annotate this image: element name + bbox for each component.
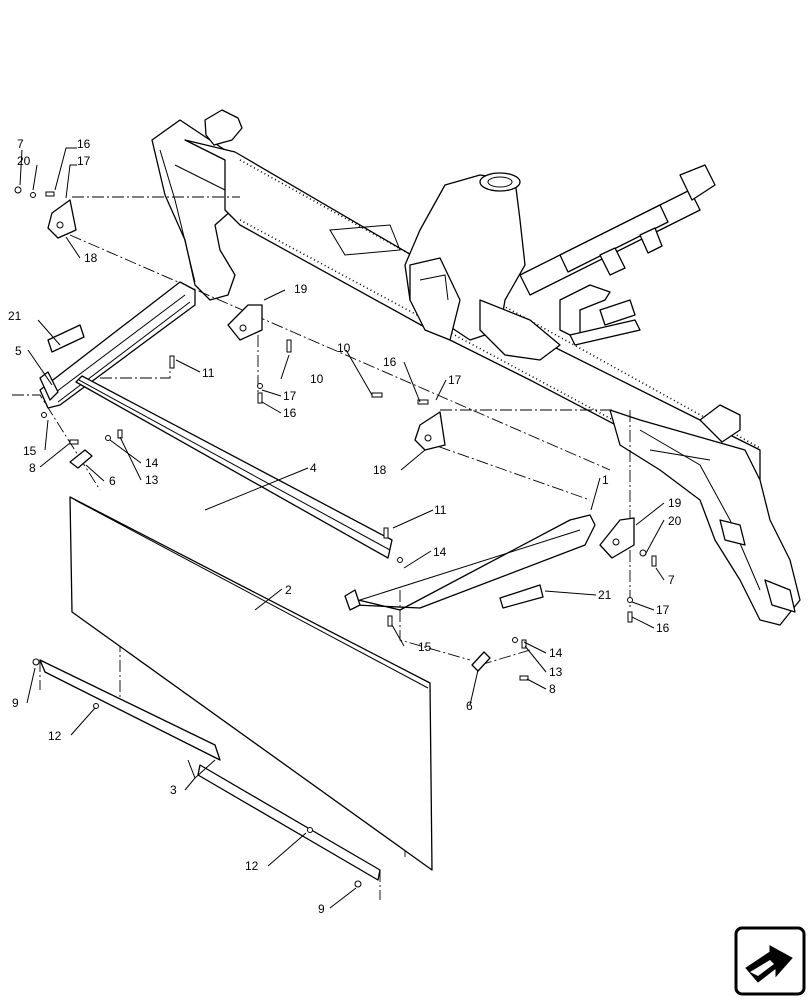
callout-10-left: 10 xyxy=(337,341,351,355)
part-5-left-guard-arm xyxy=(39,281,196,409)
callout-12-bottom: 12 xyxy=(245,859,259,873)
callout-13-left: 13 xyxy=(145,473,159,487)
callout-17-right: 17 xyxy=(656,603,670,617)
hydraulic-cylinder xyxy=(519,164,716,296)
part-4-cross-bar xyxy=(75,375,393,559)
callout-12-left: 12 xyxy=(48,729,62,743)
part-6-clamp-left xyxy=(69,449,93,469)
callout-20-right: 20 xyxy=(668,514,682,528)
callout-17-top: 17 xyxy=(77,154,91,168)
part-21-decal-right xyxy=(499,584,544,609)
part-21-decal-left xyxy=(47,324,85,353)
main-frame-assembly xyxy=(151,109,801,626)
part-18-bracket-middle xyxy=(414,411,446,451)
callout-8-left: 8 xyxy=(29,461,36,475)
callout-14-mid: 14 xyxy=(433,545,447,559)
part-6-clamp-right xyxy=(471,651,491,672)
callout-7-right: 7 xyxy=(668,573,675,587)
leader-lines xyxy=(19,147,665,909)
callout-16-mid: 16 xyxy=(383,355,397,369)
callout-14-left: 14 xyxy=(145,456,159,470)
callout-8-right: 8 xyxy=(549,682,556,696)
callout-17-mid: 17 xyxy=(448,373,462,387)
callout-4: 4 xyxy=(310,461,317,475)
callout-15-left: 15 xyxy=(23,444,37,458)
part-19-bracket-right xyxy=(599,517,635,559)
callout-11-left: 11 xyxy=(202,366,215,380)
callout-16-left: 16 xyxy=(283,406,297,420)
part-18-bracket-upper xyxy=(47,199,77,239)
callout-14-right: 14 xyxy=(549,646,563,660)
callout-19-mid: 19 xyxy=(294,282,308,296)
hardware-fasteners xyxy=(14,186,657,888)
callout-15-mid: 15 xyxy=(418,640,432,654)
callout-13-right: 13 xyxy=(549,665,563,679)
callout-21-left: 21 xyxy=(8,309,22,323)
callout-10-mid: 10 xyxy=(310,372,324,386)
callout-19-right: 19 xyxy=(668,496,682,510)
callout-11-mid: 11 xyxy=(434,503,447,517)
callout-20-top: 20 xyxy=(17,154,31,168)
callout-7-top: 7 xyxy=(17,137,24,151)
next-page-arrow-icon[interactable] xyxy=(734,926,806,996)
part-2-shield-panel xyxy=(69,496,433,871)
callout-18-top: 18 xyxy=(84,251,98,265)
callout-9-left: 9 xyxy=(12,696,19,710)
callout-3: 3 xyxy=(170,783,177,797)
callout-18-mid: 18 xyxy=(373,463,387,477)
callout-1: 1 xyxy=(602,473,609,487)
part-3-retaining-strip xyxy=(39,659,381,881)
callout-9-bottom: 9 xyxy=(318,902,325,916)
callout-5: 5 xyxy=(15,344,22,358)
part-19-bracket-upper xyxy=(227,304,263,341)
callout-2: 2 xyxy=(285,583,292,597)
callout-16-top: 16 xyxy=(77,137,91,151)
callout-17-left: 17 xyxy=(283,389,297,403)
part-1-right-guard-arm xyxy=(344,514,596,611)
callout-6-left: 6 xyxy=(109,474,116,488)
callout-labels: 7 20 16 17 18 19 21 5 11 10 10 17 16 15 … xyxy=(8,137,682,916)
callout-6-right: 6 xyxy=(466,699,473,713)
callout-16-right: 16 xyxy=(656,621,670,635)
callout-21-right: 21 xyxy=(598,588,612,602)
